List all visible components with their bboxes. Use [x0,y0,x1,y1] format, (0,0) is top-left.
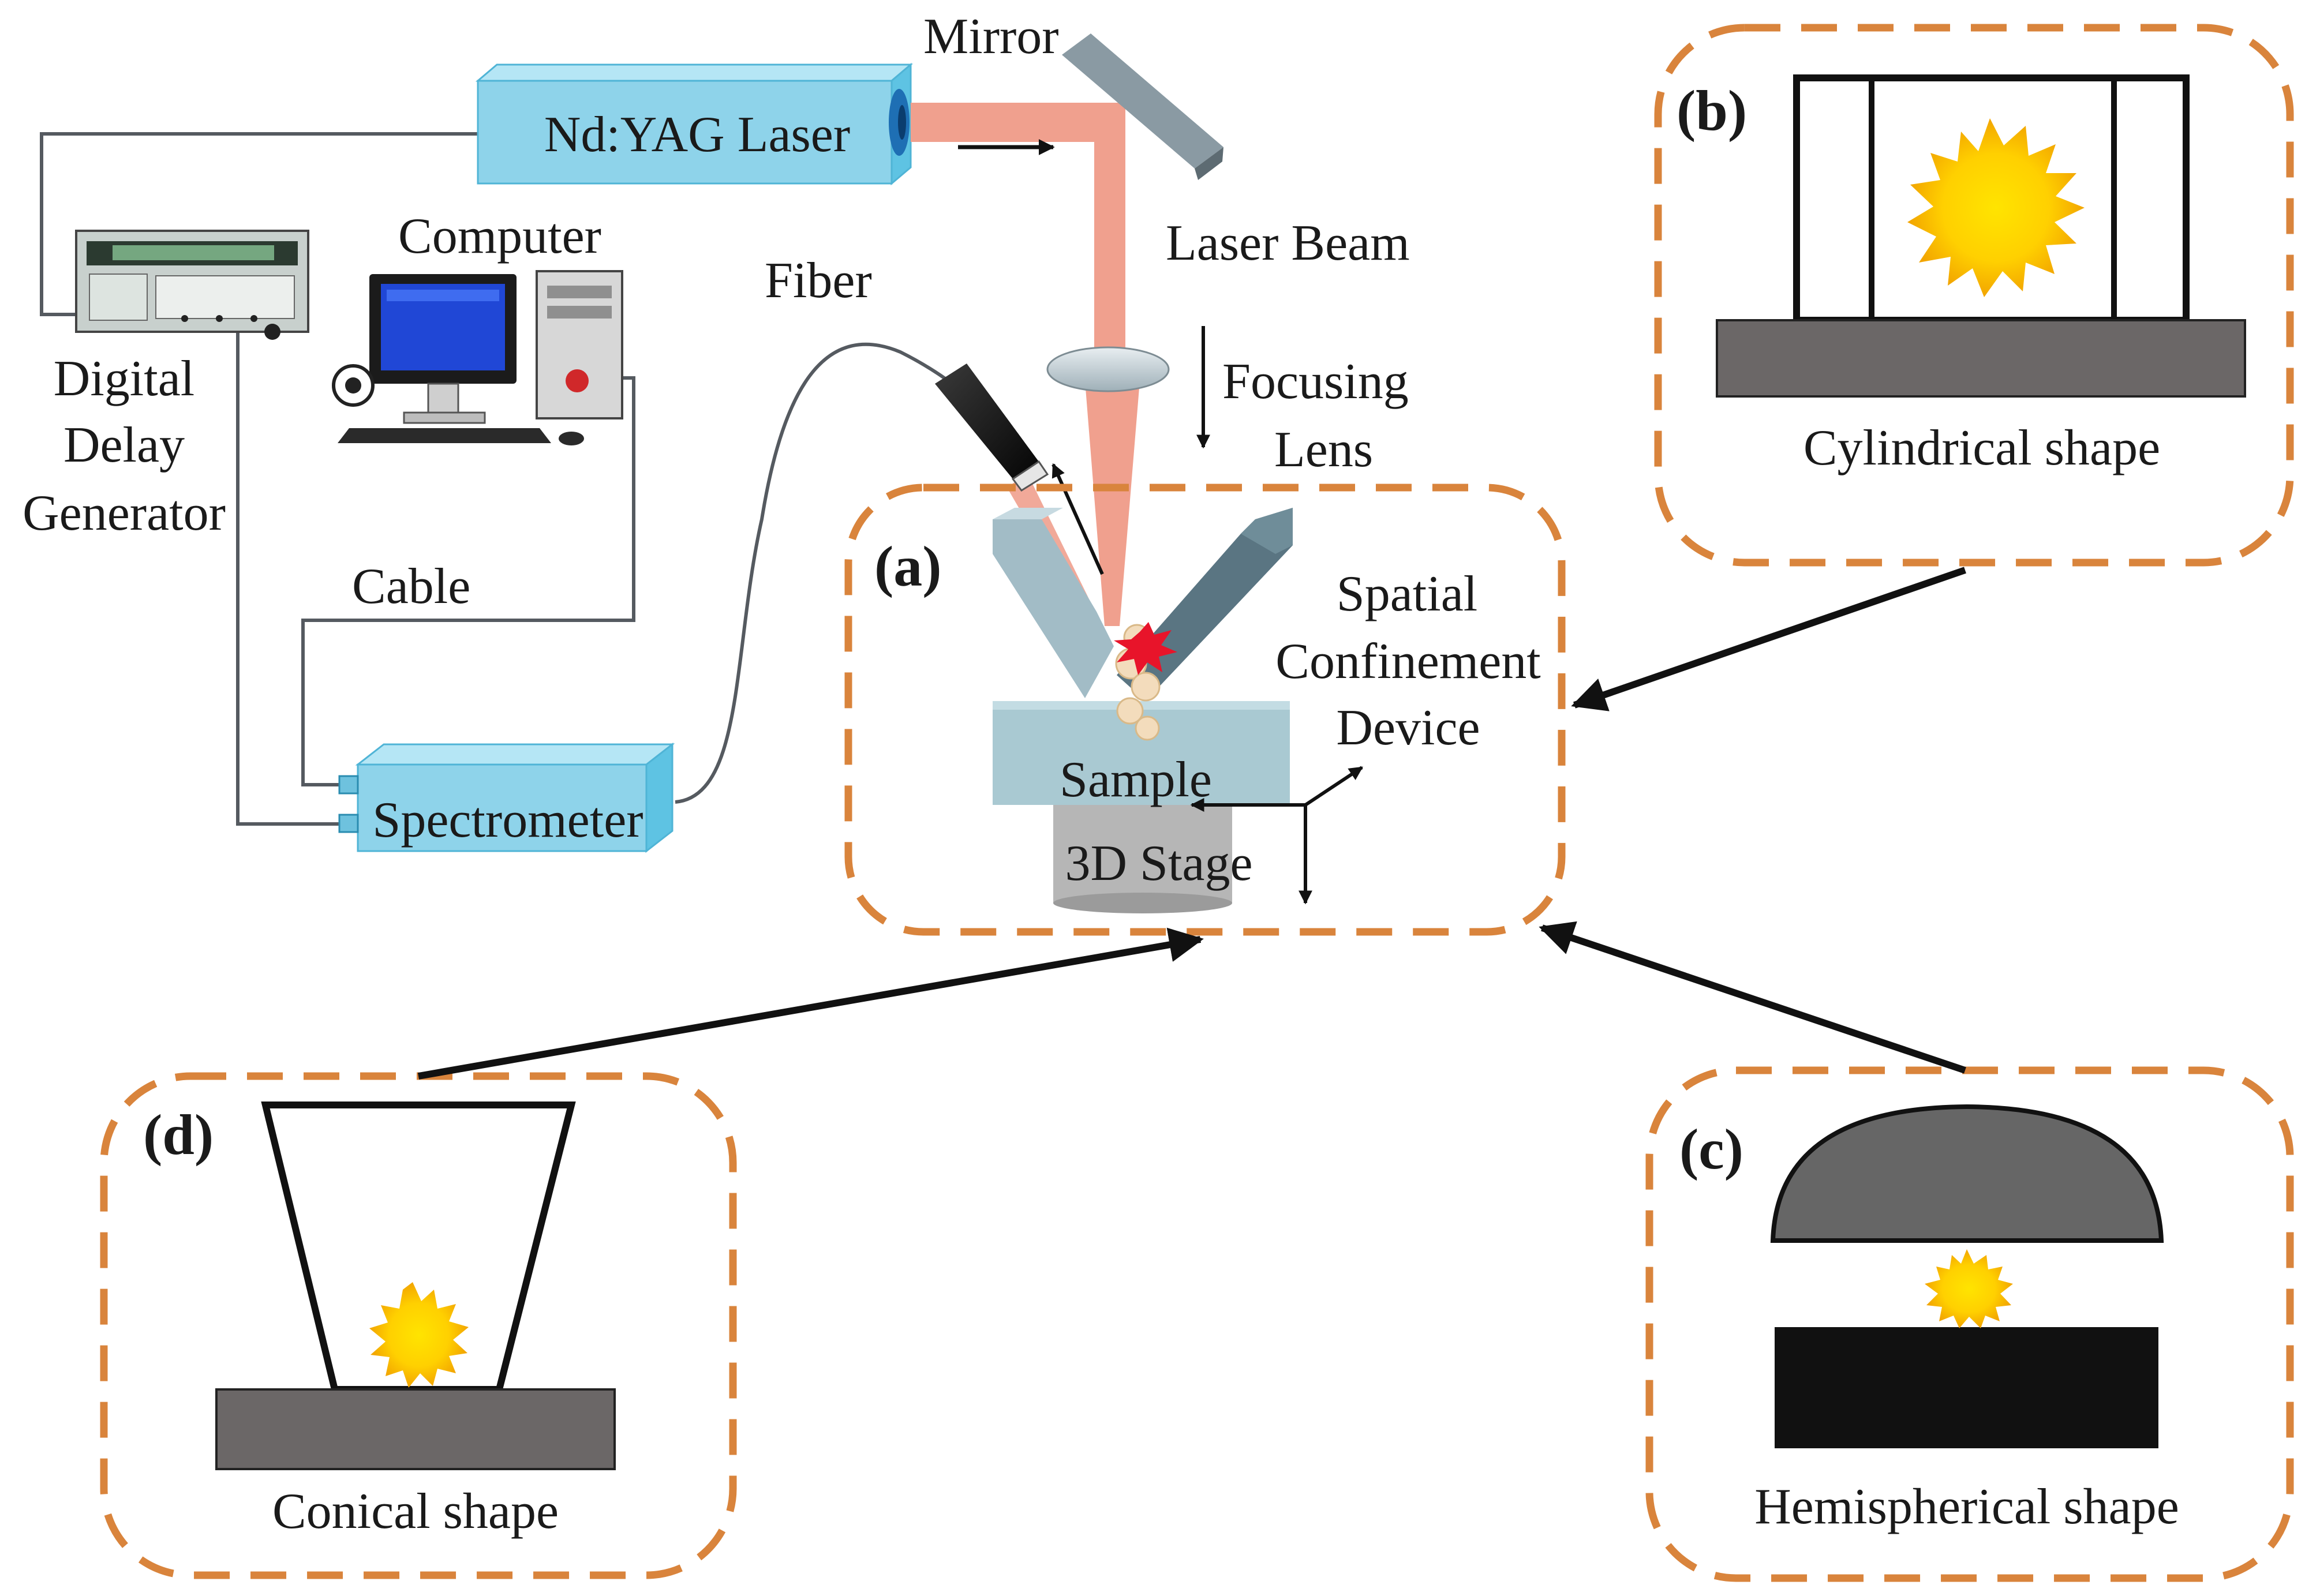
panel-d-caption: Conical shape [272,1483,559,1539]
panel-b-frame [1654,24,2294,567]
fiber-probe [935,364,1049,492]
panel-a-frame [844,484,1566,936]
laser-label: Nd:YAG Laser [544,107,850,163]
connector-arrows [417,567,1966,1080]
cable-label: Cable [352,559,470,615]
digital-delay-generator [75,230,309,340]
emission-arrow [1052,463,1104,575]
confinement-device [993,508,1293,913]
focusing-lens [1046,346,1170,392]
lens-label: Lens [1274,422,1373,478]
delay-generator-label-3: Generator [23,485,226,541]
panel-c-caption: Hemispherical shape [1754,1479,2179,1535]
stage-label: 3D Stage [1065,836,1252,891]
conical-confinement [215,1102,616,1470]
confinement-label: Confinement [1275,634,1540,690]
panel-c-frame [1645,1066,2294,1582]
delay-generator-label-1: Digital [54,351,194,407]
delay-generator-label-2: Delay [63,417,185,473]
arrow-b-to-a [1571,567,1966,711]
panel-c-letter: (c) [1679,1117,1743,1181]
hemispherical-confinement [1770,1104,2164,1448]
usb-cable [301,376,635,786]
nd-yag-laser [475,62,914,186]
fiber-label: Fiber [765,253,872,309]
mirror [1062,33,1223,180]
panel-a-letter: (a) [874,534,942,598]
mirror-label: Mirror [923,9,1059,65]
spatial-label: Spatial [1337,566,1477,622]
panel-b-caption: Cylindrical shape [1803,420,2160,476]
panel-b-letter: (b) [1677,78,1747,143]
trigger-wire-spectrometer [236,316,339,826]
computer [332,270,623,445]
arrow-c-to-a [1539,921,1966,1074]
spectrometer-label: Spectrometer [372,792,643,848]
plasma-burst-d [369,1282,469,1388]
computer-label: Computer [398,208,601,264]
device-label: Device [1336,700,1480,756]
trigger-wire-laser [40,132,478,316]
stage-axis-arrows [1190,766,1364,905]
sample-label: Sample [1060,752,1212,808]
laser-beam-label: Laser Beam [1166,215,1410,271]
optical-fiber [675,342,953,804]
arrow-d-to-a [417,927,1204,1080]
focusing-label: Focusing [1222,354,1409,410]
plasma-burst-c [1925,1249,2013,1328]
panel-d-letter: (d) [143,1103,214,1167]
spectrometer [338,742,675,853]
plasma-burst-b [1907,118,2085,297]
